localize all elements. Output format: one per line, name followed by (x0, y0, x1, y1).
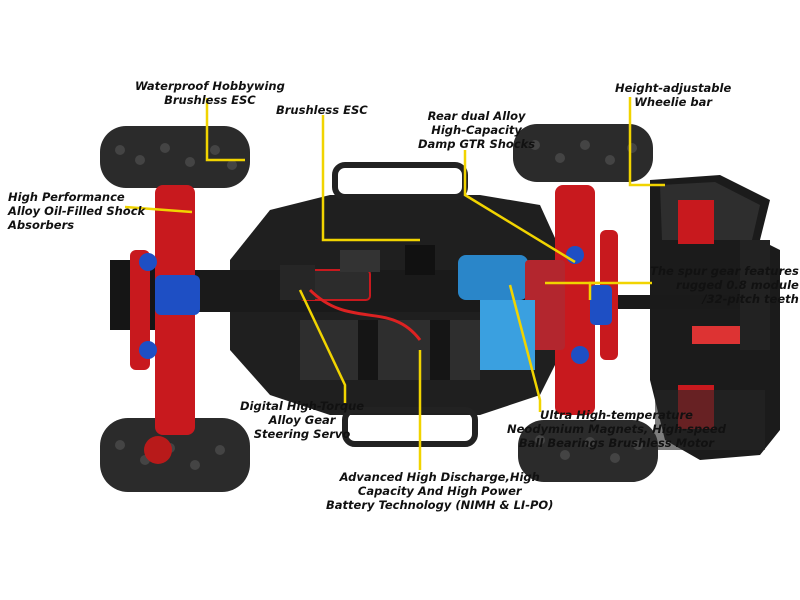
callout-line: Brushless ESC (276, 103, 368, 117)
leader-lines (124, 97, 665, 470)
callout-line: Waterproof Hobbywing (135, 79, 285, 93)
callout-spur-gear: The spur gear features rugged 0.8 module… (650, 264, 799, 306)
callout-line: Ultra High-temperature (540, 408, 693, 422)
callout-steering-servo: Digital High-Torque Alloy Gear Steering … (240, 399, 364, 441)
callout-waterproof-esc: Waterproof Hobbywing Brushless ESC (135, 79, 285, 107)
callout-oil-shocks: High Performance Alloy Oil-Filled Shock … (8, 190, 145, 232)
callout-brushless-esc: Brushless ESC (276, 103, 368, 117)
callout-line: Ball Bearings Brushless Motor (518, 436, 715, 450)
callout-battery: Advanced High Discharge,High Capacity An… (326, 470, 553, 512)
callout-line: Damp GTR Shocks (418, 137, 536, 151)
callout-line: Capacity And High Power (357, 484, 522, 498)
wheelie-bar (600, 240, 770, 350)
callout-line: Rear dual Alloy (427, 109, 526, 123)
callout-line: Battery Technology (NIMH & LI-PO) (326, 498, 554, 512)
callout-line: rugged 0.8 module (676, 278, 799, 292)
callout-line: Digital High-Torque (240, 399, 365, 413)
blue-parts (139, 246, 612, 364)
tires (100, 124, 658, 492)
callout-wheelie-bar: Height-adjustable Wheelie bar (615, 81, 731, 109)
callout-line: /32-pitch teeth (702, 292, 799, 306)
callout-line: Alloy Gear (268, 413, 336, 427)
callout-line: Wheelie bar (634, 95, 713, 109)
electronics (280, 245, 565, 380)
callout-rear-shocks: Rear dual Alloy High-Capacity Damp GTR S… (418, 109, 535, 151)
callout-line: Height-adjustable (615, 81, 732, 95)
callout-line: Absorbers (8, 218, 75, 232)
callout-line: High Performance (8, 190, 125, 204)
callout-line: Alloy Oil-Filled Shock (8, 204, 146, 218)
callout-line: Steering Servo (253, 427, 351, 441)
callout-line: Brushless ESC (164, 93, 256, 107)
callout-line: Advanced High Discharge,High (339, 470, 540, 484)
callout-brushless-motor: Ultra High-temperature Neodymium Magnets… (507, 408, 726, 450)
callout-line: Neodymium Magnets, High-speed (507, 422, 726, 436)
callout-line: High-Capacity (431, 123, 522, 137)
callout-line: The spur gear features (650, 264, 799, 278)
